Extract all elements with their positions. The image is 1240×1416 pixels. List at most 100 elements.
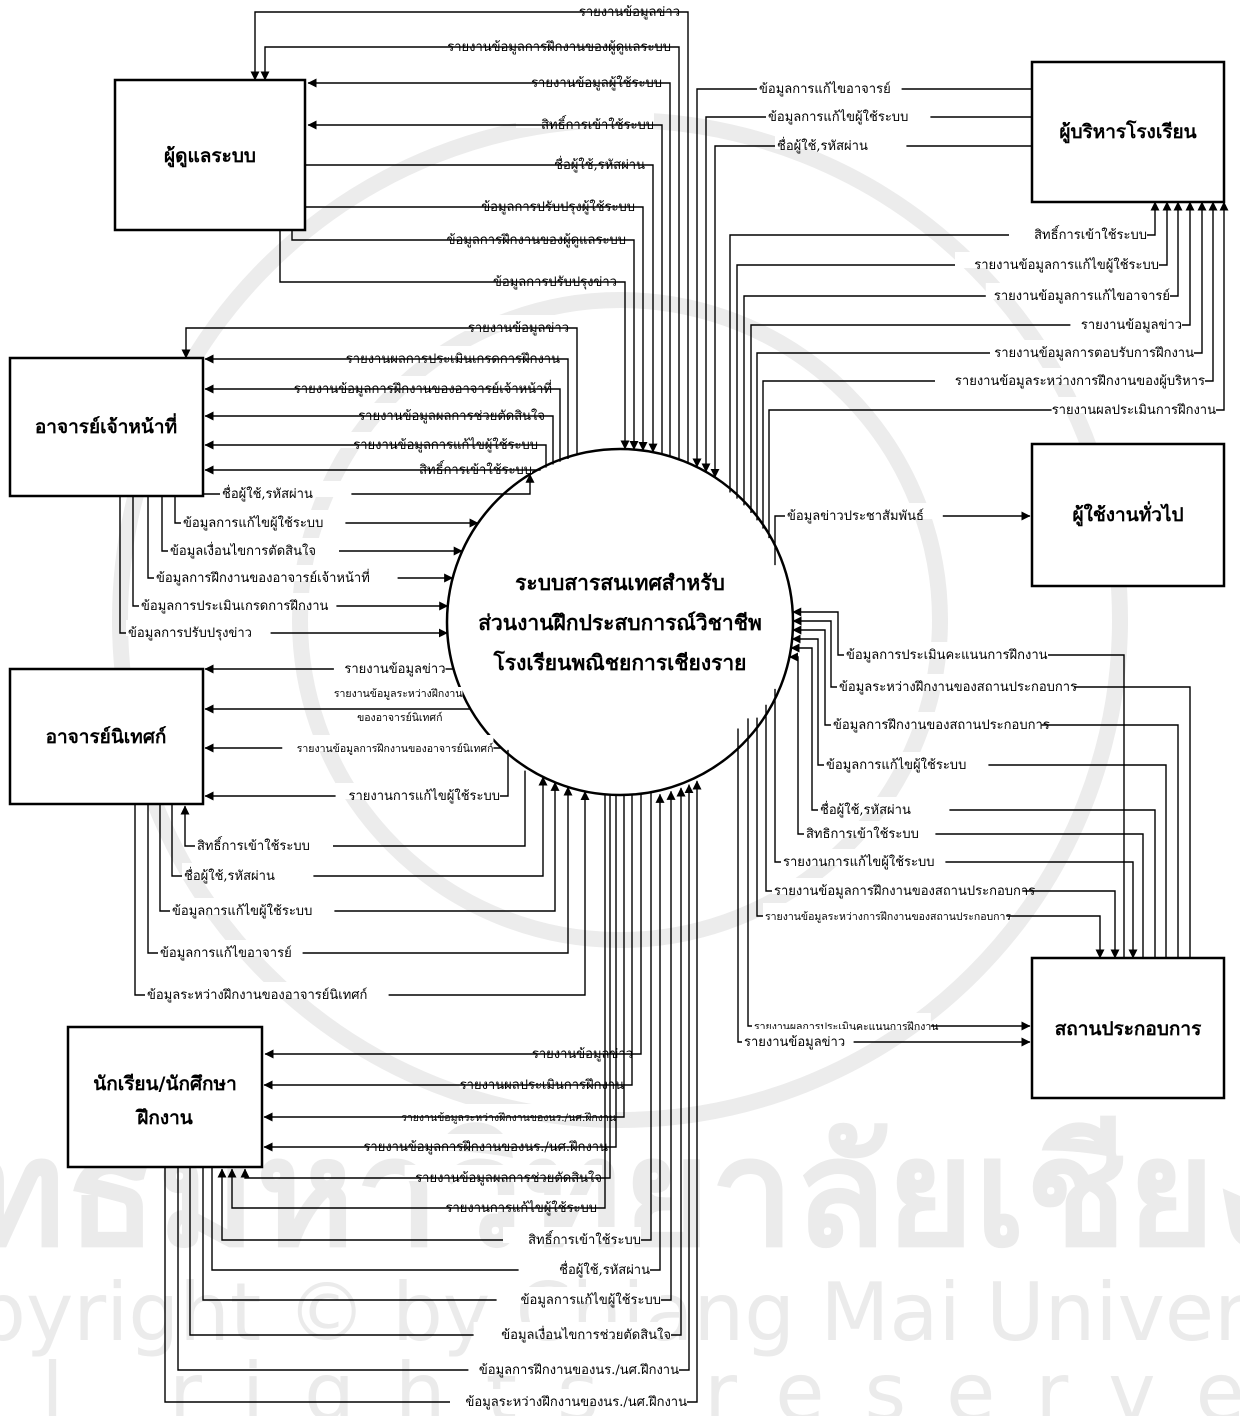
flow-director-out-6-line [768, 201, 1229, 539]
entity-student: นักเรียน/นักศึกษา ฝึกงาน [66, 1025, 264, 1169]
flow-admin-in-3-line [279, 230, 630, 450]
flow-company-in-1-label: ข้อมูลระหว่างฝึกงานของสถานประกอบการ [839, 680, 1077, 695]
flow-staff-in-2-label: ข้อมูลเงื่อนไขการตัดสินใจ [170, 542, 316, 559]
flow-staff-out-1-label: รายงานผลการประเมินเกรดการฝึกงาน [346, 352, 560, 367]
flow-supervisor-out-3-label: รายงานการแก้ไขผู้ใช้ระบบ [348, 788, 500, 804]
flow-director-in-2-line [710, 145, 1032, 478]
flow-staff-out-4-line [204, 440, 547, 468]
flow-student-out-1-line [263, 794, 633, 1090]
flow-director-out-4-line [756, 201, 1207, 521]
flow-director-in-2-label: ชื่อผู้ใช้,รหัสผ่าน [777, 137, 868, 154]
flow-student-in-1-line [211, 793, 665, 1271]
data-flows: รายงานข้อมูลข่าวรายงานข้อมูลการฝึกงานของ… [119, 0, 1229, 1410]
flow-company-in-5-label: สิทธิการเข้าใช้ระบบ [806, 826, 919, 842]
flow-student-in-5-line [164, 780, 702, 1403]
flow-supervisor-in-4-label: ข้อมูลระหว่างฝึกงานของอาจารย์นิเทศก์ [147, 987, 367, 1003]
flow-company-in-4-line [790, 643, 1156, 958]
flow-admin-out-0-label: รายงานข้อมูลข่าว [579, 5, 680, 20]
flow-staff-out-5-line [204, 465, 541, 475]
flow-admin-out-1-label: รายงานข้อมูลการฝึกงานของผู้ดูแลระบบ [447, 40, 671, 55]
flow-supervisor-in-4-line [134, 790, 590, 996]
process-title-line2: ส่วนงานฝึกประสบการณ์วิชาชีพ [478, 610, 762, 635]
flow-admin-out-3-label: สิทธิ์การเข้าใช้ระบบ [541, 115, 654, 133]
flow-admin-in-2-label: ข้อมูลการฝึกงานของผู้ดูแลระบบ [447, 233, 626, 248]
flow-student-out-5-label: รายงานการแก้ไขผู้ใช้ระบบ [445, 1200, 597, 1216]
flow-student-out-3-label: รายงานข้อมูลการฝึกงานของนร./นศ.ฝึกงาน [363, 1140, 608, 1155]
flow-supervisor-in-3-label: ข้อมูลการแก้ไขอาจารย์ [160, 945, 292, 961]
entity-admin: ผู้ดูแลระบบ [113, 78, 307, 232]
entity-supervisor: อาจารย์นิเทศก์ [8, 667, 205, 806]
flow-director-out-2-label: รายงานข้อมูลการแก้ไขอาจารย์ [994, 288, 1170, 304]
flow-student-in-4-label: ข้อมูลการฝึกงานของนร./นศ.ฝึกงาน [479, 1363, 679, 1378]
flow-admin-in-2-line [291, 230, 639, 451]
flow-staff-in-2-line [161, 496, 463, 556]
process-title-line1: ระบบสารสนเทศสำหรับ [515, 570, 725, 595]
entity-director-label: ผู้บริหารโรงเรียน [1059, 120, 1196, 144]
flow-supervisor-in-0-label: สิทธิ์การเข้าใช้ระบบ [197, 836, 310, 854]
flow-staff-out-0-label: รายงานข้อมูลข่าว [468, 321, 569, 336]
flow-staff-in-4-line [132, 496, 449, 611]
flow-company-in-3-label: ข้อมูลการแก้ไขผู้ใช้ระบบ [826, 757, 966, 773]
flow-student-in-0-label: สิทธิ์การเข้าใช้ระบบ [528, 1230, 641, 1248]
flow-admin-out-2-line [307, 78, 671, 457]
flow-company-out-0-line [774, 688, 1138, 959]
flow-admin-in-1-label: ข้อมูลการปรับปรุงผู้ใช้ระบบ [481, 199, 635, 215]
flow-student-out-2-line [263, 794, 625, 1122]
flow-company-in-0-label: ข้อมูลการประเมินคะแนนการฝึกงาน [846, 648, 1048, 663]
flow-company-out-0-label: รายงานการแก้ไขผู้ใช้ระบบ [783, 854, 935, 870]
flow-student-out-4-label: รายงานข้อมูลผลการช่วยตัดสินใจ [415, 1170, 602, 1186]
flow-admin-out-1-line [260, 46, 680, 460]
flow-student-out-5-line [227, 794, 606, 1209]
flow-supervisor-out-2-label: รายงานข้อมูลการฝึกงานของอาจารย์นิเทศก์ [297, 742, 494, 755]
flow-company-in-2-label: ข้อมูลการฝึกงานของสถานประกอบการ [833, 718, 1050, 733]
flow-public-label: ข้อมูลข่าวประชาสัมพันธ์ [787, 508, 924, 524]
flow-supervisor-out-1-label: รายงานข้อมูลระหว่างฝึกงาน [334, 688, 463, 700]
flow-admin-in-1-line [305, 206, 648, 451]
flow-student-in-2-line [202, 790, 676, 1301]
flow-director-out-0-label: สิทธิ์การเข้าใช้ระบบ [1034, 225, 1147, 243]
flow-public-line [774, 511, 1031, 566]
entity-director: ผู้บริหารโรงเรียน [1030, 60, 1226, 204]
flow-supervisor-in-2-label: ข้อมูลการแก้ไขผู้ใช้ระบบ [172, 903, 312, 919]
flow-admin-out-0-line [250, 11, 689, 463]
flow-director-in-1-label: ข้อมูลการแก้ไขผู้ใช้ระบบ [768, 109, 908, 125]
flow-company-in-0-line [792, 607, 1125, 958]
flow-director-out-3-label: รายงานข้อมูลข่าว [1081, 318, 1182, 333]
flow-company-out-3-line [747, 718, 1031, 1031]
flow-supervisor-out-1-b-label: ของอาจารย์นิเทศก์ [357, 711, 442, 724]
flow-student-out-4-line [240, 794, 611, 1179]
flow-director-out-2-line [743, 201, 1183, 506]
flow-student-in-1-label: ชื่อผู้ใช้,รหัสผ่าน [559, 1261, 650, 1278]
flow-staff-in-4-label: ข้อมูลการประเมินเกรดการฝึกงาน [141, 599, 329, 614]
flow-admin-in-0-line [305, 164, 658, 453]
flow-admin-out-3-line [307, 120, 663, 455]
flow-company-out-4-line [737, 728, 1031, 1047]
flow-student-in-3-label: ข้อมูลเงื่อนไขการช่วยตัดสินใจ [501, 1326, 671, 1343]
flow-company-out-2-label: รายงานข้อมูลระหว่างการฝึกงานของสถานประกอ… [765, 911, 1011, 923]
flow-student-out-0-line [264, 793, 642, 1059]
entity-public-user: ผู้ใช้งานทั่วไป [1030, 442, 1226, 588]
entity-supervisor-label: อาจารย์นิเทศก์ [46, 726, 167, 748]
entity-company-label: สถานประกอบการ [1055, 1018, 1202, 1040]
flow-student-out-3-line [263, 794, 617, 1152]
flow-supervisor-in-3-line [147, 786, 573, 954]
flow-company-in-1-line [792, 616, 1191, 958]
flow-director-out-1-label: รายงานข้อมูลการแก้ไขผู้ใช้ระบบ [974, 257, 1159, 273]
flow-supervisor-out-3-line [204, 749, 509, 801]
flow-company-in-5-line [788, 652, 1144, 958]
entity-company: สถานประกอบการ [1030, 956, 1226, 1100]
flow-student-in-4-line [177, 784, 694, 1371]
flow-staff-out-3-label: รายงานข้อมูลผลการช่วยตัดสินใจ [358, 408, 545, 424]
flow-company-in-2-line [792, 625, 1179, 958]
flow-company-in-3-line [791, 634, 1167, 958]
flow-director-in-0-line [692, 88, 1032, 468]
entity-staff-teacher: อาจารย์เจ้าหน้าที่ [8, 356, 205, 498]
flow-supervisor-in-1-line [171, 776, 548, 877]
flow-admin-in-3-label: ข้อมูลการปรับปรุงข่าว [493, 275, 617, 290]
flow-staff-out-4-label: รายงานข้อมูลการแก้ไขผู้ใช้ระบบ [353, 437, 538, 453]
flow-director-out-6-label: รายงานผลประเมินการฝึกงาน [1052, 403, 1216, 418]
flow-supervisor-in-1-label: ชื่อผู้ใช้,รหัสผ่าน [184, 867, 275, 884]
flow-supervisor-in-2-line [159, 781, 560, 912]
